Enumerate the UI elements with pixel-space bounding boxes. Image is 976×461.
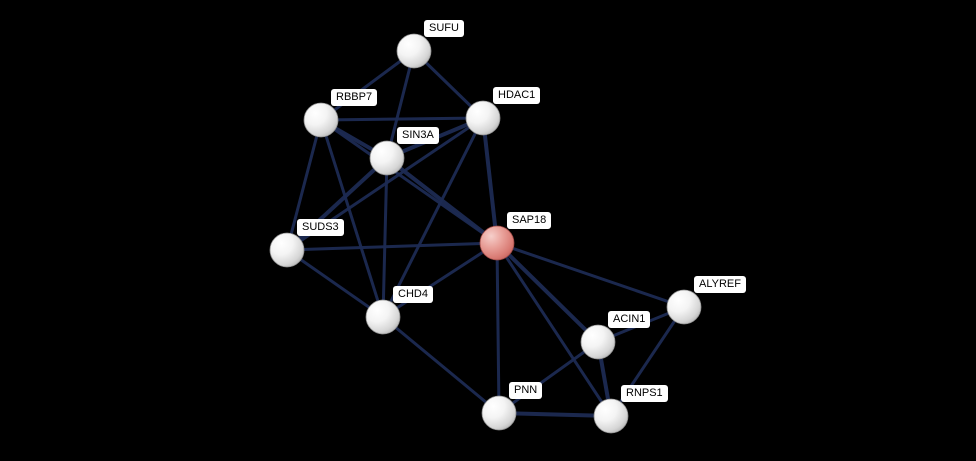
edge-SAP18-ACIN1[interactable] <box>495 241 600 344</box>
edge-SUFU-SIN3A[interactable] <box>385 49 416 160</box>
edge-SAP18-RNPS1[interactable] <box>495 241 613 418</box>
node-label-RNPS1[interactable]: RNPS1 <box>621 385 668 402</box>
node-label-SAP18[interactable]: SAP18 <box>507 212 552 229</box>
edge-SAP18-ALYREF[interactable] <box>495 241 686 309</box>
node-RBBP7[interactable] <box>303 102 339 138</box>
node-label-CHD4[interactable]: CHD4 <box>393 286 433 303</box>
edge-RBBP7-CHD4[interactable] <box>319 118 385 319</box>
node-ACIN1[interactable] <box>580 324 616 360</box>
node-label-RBBP7[interactable]: RBBP7 <box>331 89 378 106</box>
node-label-PNN[interactable]: PNN <box>509 382 543 399</box>
edge-HDAC1-SAP18[interactable] <box>481 116 499 245</box>
node-SAP18[interactable] <box>479 225 515 261</box>
edge-SUDS3-SAP18[interactable] <box>285 241 499 252</box>
edge-SAP18-PNN[interactable] <box>495 241 501 415</box>
node-label-ALYREF[interactable]: ALYREF <box>694 276 746 293</box>
node-label-SUDS3[interactable]: SUDS3 <box>297 219 344 236</box>
edge-HDAC1-CHD4[interactable] <box>381 116 485 319</box>
node-SUFU[interactable] <box>396 33 432 69</box>
edge-RBBP7-HDAC1[interactable] <box>319 116 485 122</box>
node-SIN3A[interactable] <box>369 140 405 176</box>
edge-ACIN1-PNN[interactable] <box>497 340 600 415</box>
node-SUDS3[interactable] <box>269 232 305 268</box>
node-label-ACIN1[interactable]: ACIN1 <box>608 311 651 328</box>
edge-SUDS3-CHD4[interactable] <box>285 248 385 319</box>
node-HDAC1[interactable] <box>465 100 501 136</box>
edge-SUFU-RBBP7[interactable] <box>319 49 416 122</box>
node-PNN[interactable] <box>481 395 517 431</box>
node-RNPS1[interactable] <box>593 398 629 434</box>
edge-RBBP7-SUDS3[interactable] <box>285 118 323 252</box>
node-label-SIN3A[interactable]: SIN3A <box>397 127 439 144</box>
nodes-group <box>269 33 702 434</box>
edge-PNN-RNPS1[interactable] <box>497 411 613 418</box>
node-ALYREF[interactable] <box>666 289 702 325</box>
edge-SAP18-CHD4[interactable] <box>381 241 499 319</box>
node-label-SUFU[interactable]: SUFU <box>424 20 464 37</box>
edges-group <box>285 49 686 418</box>
node-label-HDAC1[interactable]: HDAC1 <box>493 87 541 104</box>
node-CHD4[interactable] <box>365 299 401 335</box>
edge-CHD4-PNN[interactable] <box>381 315 501 415</box>
